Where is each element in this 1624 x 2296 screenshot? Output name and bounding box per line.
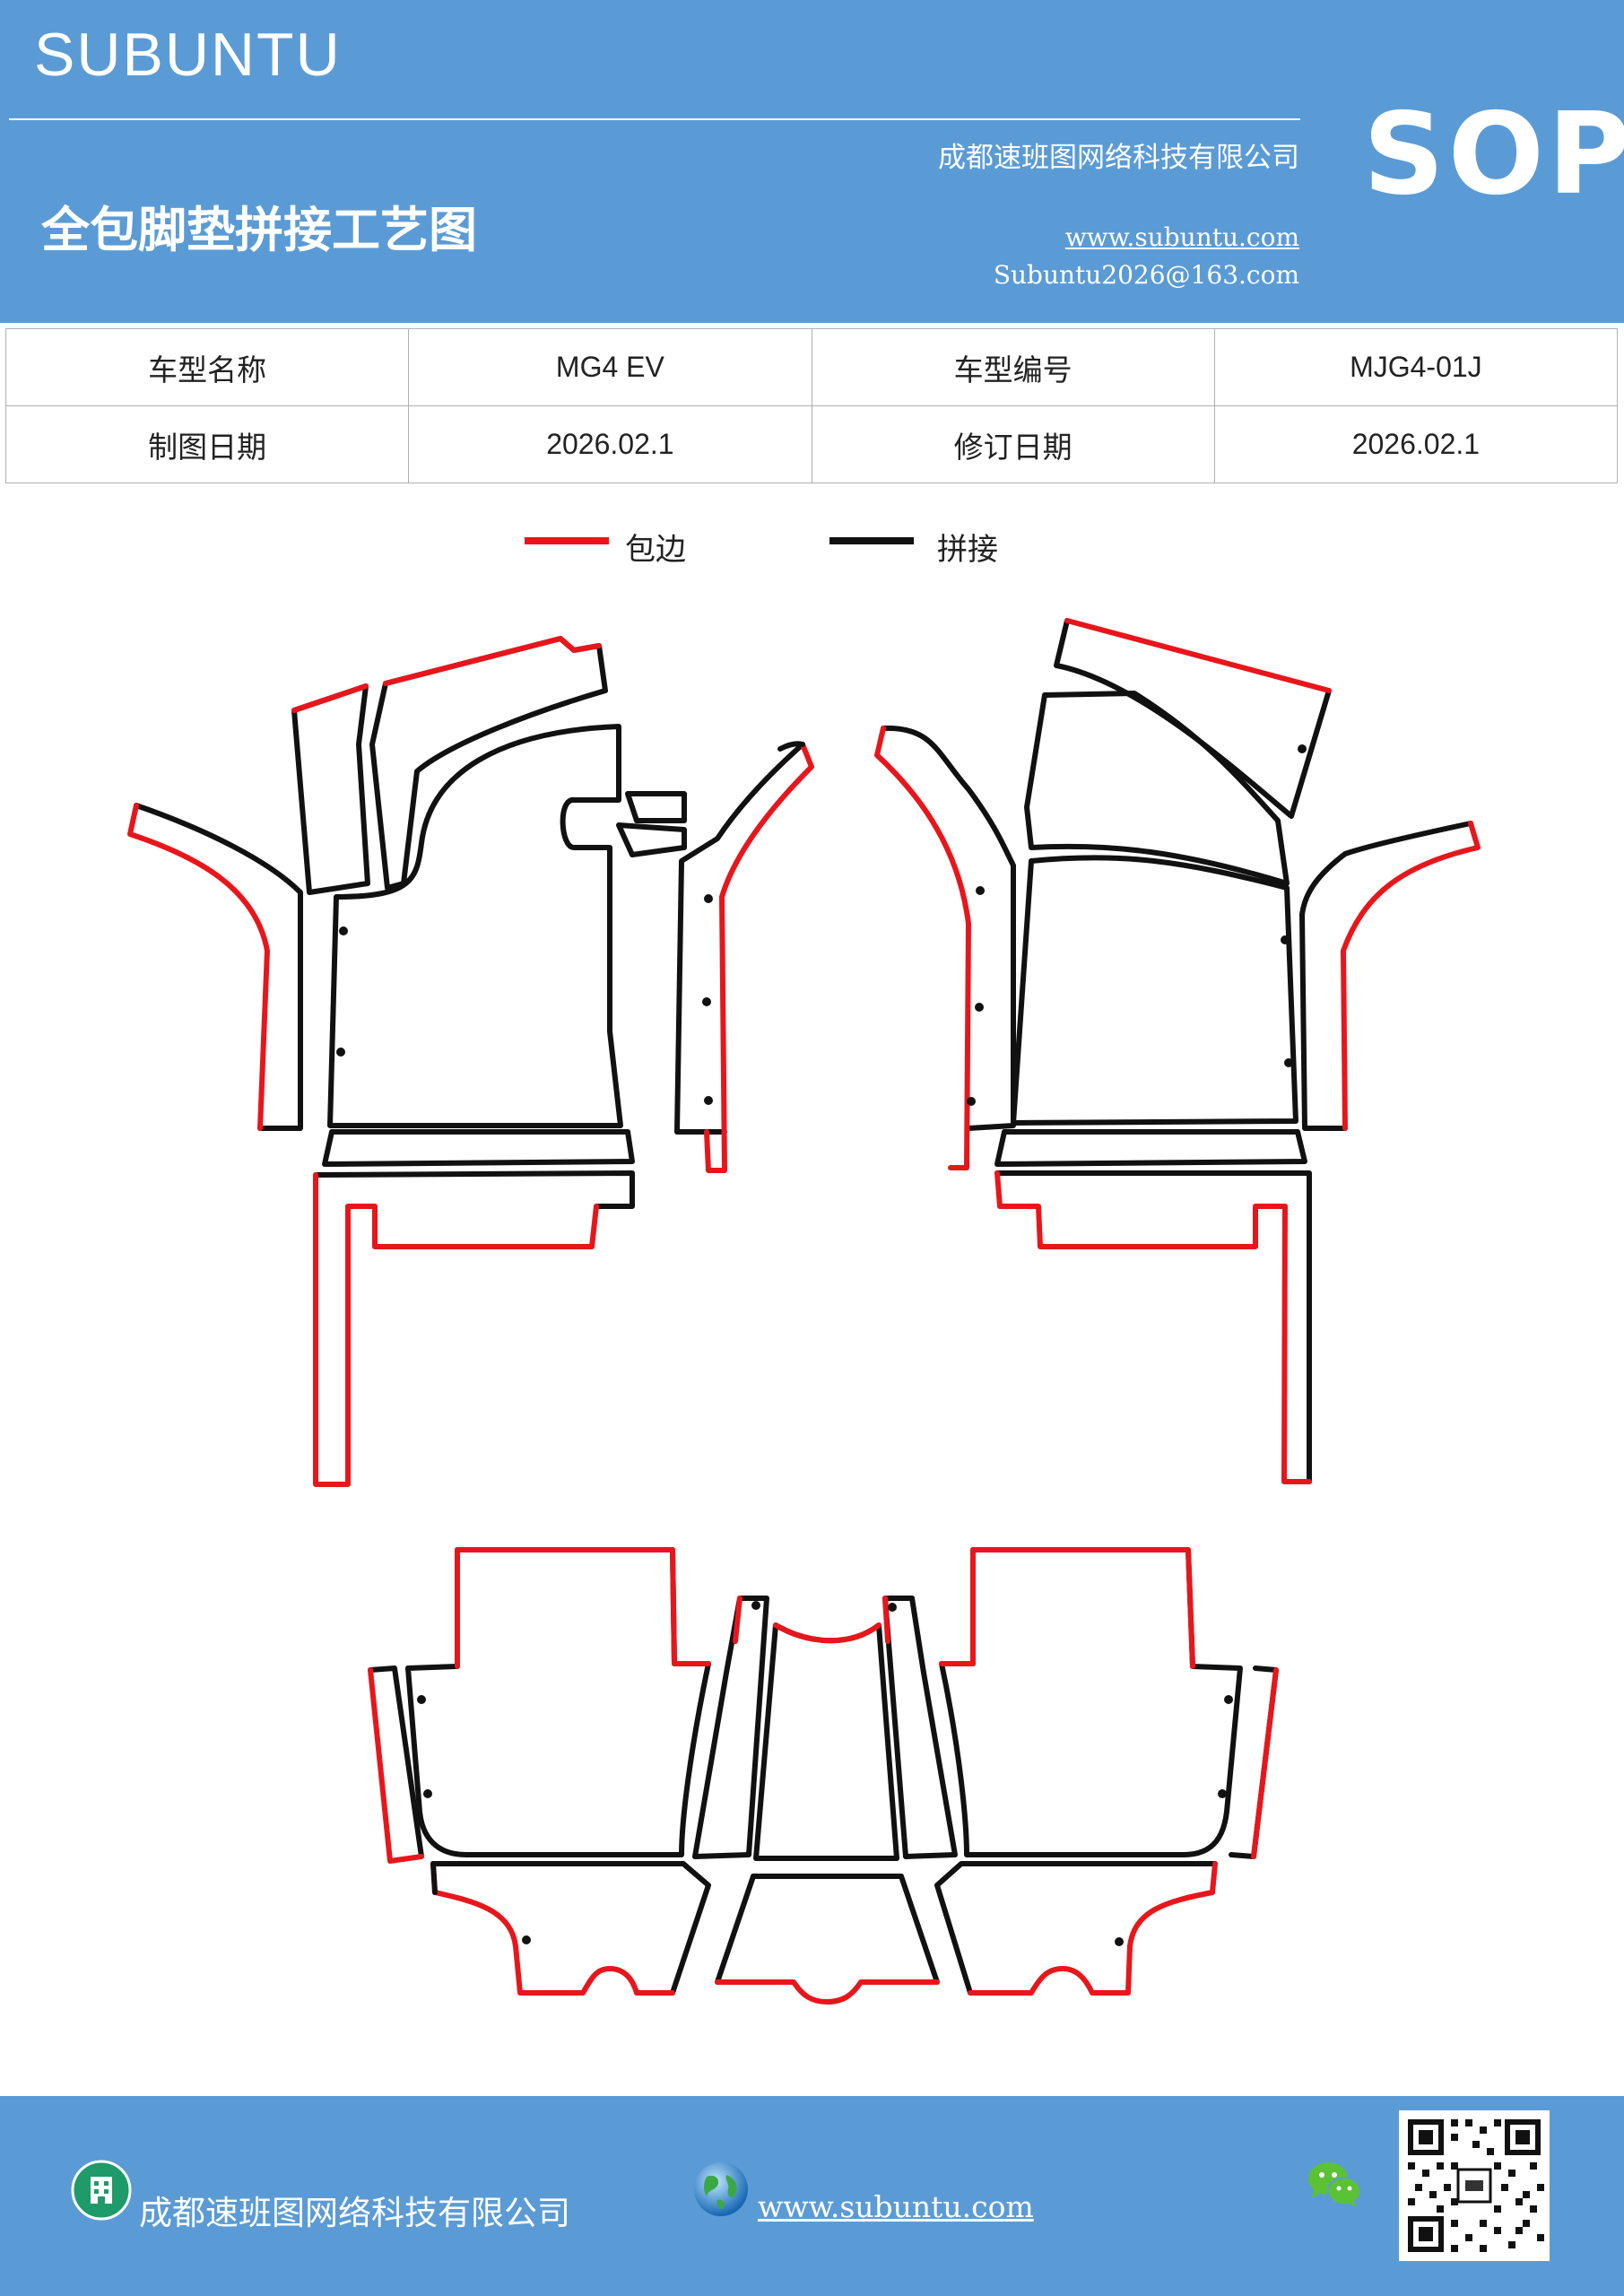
globe-icon bbox=[694, 2162, 748, 2216]
mat-splicing-diagram bbox=[127, 618, 1481, 2005]
brand-name: SUBUNTU bbox=[34, 21, 342, 89]
mat-piece-rear-left-footwell bbox=[430, 1861, 711, 1996]
fastener-dots bbox=[336, 744, 1307, 1946]
mat-piece-right-sill-strip bbox=[1299, 821, 1481, 1131]
legend-label: 拼接 bbox=[937, 532, 998, 568]
mat-piece-pedal-cover bbox=[625, 791, 687, 823]
header-banner: SUBUNTU 成都速班图网络科技有限公司 全包脚垫拼接工艺图 www.subu… bbox=[0, 0, 1624, 323]
model-name-label: 车型名称 bbox=[4, 328, 410, 406]
email-address[interactable]: Subuntu2026@163.com bbox=[993, 260, 1299, 290]
legend-swatch-red bbox=[525, 537, 609, 544]
footer-website-link[interactable]: www.subuntu.com bbox=[758, 2189, 1034, 2224]
mat-piece-right-rail bbox=[994, 1129, 1307, 1167]
mat-piece-rear-right-tunnel-strip bbox=[882, 1596, 958, 1859]
legend-swatch-black bbox=[829, 537, 914, 544]
mat-piece-right-a-pillar bbox=[874, 725, 1016, 1170]
wechat-icon bbox=[1308, 2162, 1361, 2207]
building-icon bbox=[71, 2160, 132, 2221]
legend-label: 包边 bbox=[625, 532, 686, 568]
mat-piece-left-sill-strip bbox=[127, 803, 303, 1131]
website-link[interactable]: www.subuntu.com bbox=[1064, 222, 1299, 252]
draw-date-label: 制图日期 bbox=[4, 405, 410, 483]
mat-piece-pedal-cover bbox=[616, 822, 687, 857]
mat-piece-rear-right-footwell bbox=[934, 1861, 1218, 1996]
revision-date-label: 修订日期 bbox=[811, 405, 1215, 483]
draw-date-value: 2026.02.1 bbox=[408, 405, 812, 483]
mat-piece-left-rail bbox=[322, 1129, 635, 1167]
table-row: 车型名称 MG4 EV 车型编号 MJG4-01J bbox=[4, 328, 1619, 406]
sop-badge: SOP bbox=[1363, 88, 1624, 220]
header-divider bbox=[9, 118, 1300, 120]
mat-piece-left-pillar bbox=[291, 683, 370, 895]
mat-piece-right-upper bbox=[1024, 691, 1290, 886]
qr-code[interactable] bbox=[1399, 2110, 1550, 2261]
mat-piece-rear-center bbox=[753, 1622, 899, 1861]
footer-banner: 成都速班图网络科技有限公司 www.subuntu.com bbox=[0, 2096, 1624, 2296]
mat-piece-rear-center-footwell bbox=[715, 1874, 940, 2005]
model-code-value: MJG4-01J bbox=[1213, 328, 1619, 406]
mat-piece-rear-right-main bbox=[939, 1547, 1243, 1857]
document-title: 全包脚垫拼接工艺图 bbox=[41, 201, 477, 258]
mat-piece-left-rear-channel bbox=[313, 1170, 635, 1487]
mat-piece-rear-right-strip bbox=[1229, 1665, 1279, 1859]
qr-code-icon bbox=[1399, 2110, 1550, 2261]
mat-piece-left-main bbox=[327, 724, 623, 1128]
mat-piece-left-tunnel-side bbox=[674, 741, 814, 1173]
table-row: 制图日期 2026.02.1 修订日期 2026.02.1 bbox=[4, 405, 1619, 483]
model-name-value: MG4 EV bbox=[408, 328, 812, 406]
vehicle-info-table: 车型名称 MG4 EV 车型编号 MJG4-01J 制图日期 2026.02.1… bbox=[4, 328, 1619, 483]
mat-piece-right-main bbox=[1011, 855, 1298, 1126]
mat-piece-rear-left-strip bbox=[368, 1665, 424, 1864]
mat-piece-right-firewall bbox=[1054, 618, 1332, 819]
revision-date-value: 2026.02.1 bbox=[1213, 405, 1619, 483]
mat-piece-rear-left-main bbox=[405, 1547, 711, 1857]
mat-piece-rear-left-tunnel-strip bbox=[692, 1596, 769, 1859]
mat-piece-right-rear-channel bbox=[994, 1170, 1312, 1484]
mat-piece-left-firewall bbox=[369, 636, 608, 891]
model-code-label: 车型编号 bbox=[811, 328, 1215, 406]
footer-company-name: 成都速班图网络科技有限公司 bbox=[139, 2194, 570, 2232]
company-name: 成都速班图网络科技有限公司 bbox=[938, 142, 1299, 174]
